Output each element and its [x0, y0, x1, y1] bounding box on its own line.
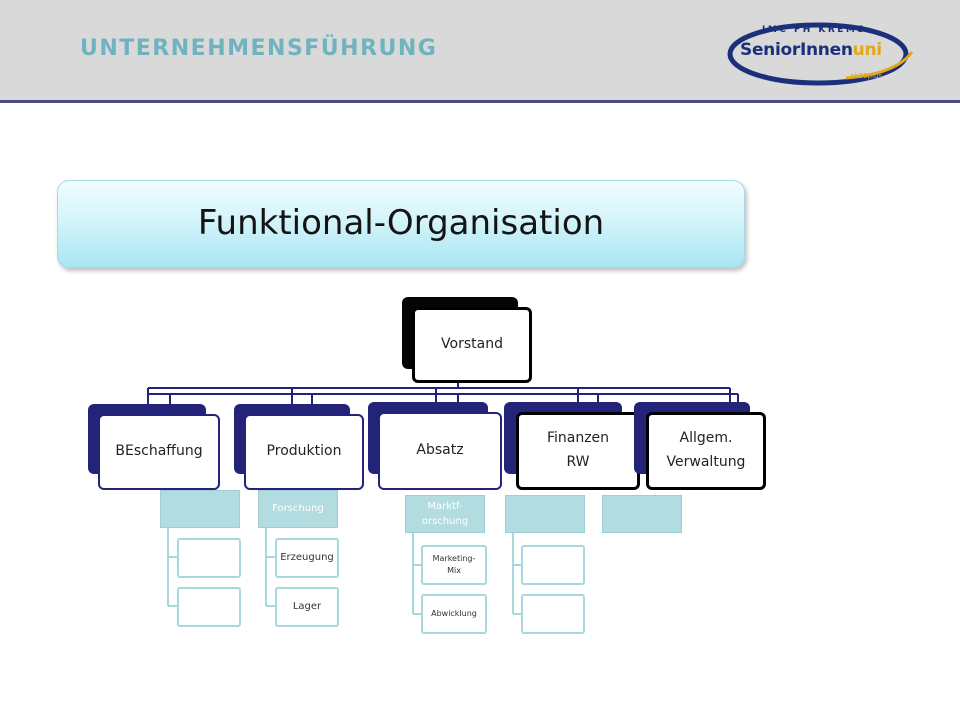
dept-verwaltung-label-line2: Verwaltung — [666, 454, 746, 470]
beschaffung-leaf-2 — [177, 587, 241, 627]
logo-sub-text: ab50plus — [850, 72, 883, 80]
title-banner: Funktional-Organisation — [57, 180, 745, 268]
logo-top-text: IMC FH KREMS — [762, 25, 867, 35]
absatz-leaf-marketing-mix-line2: Mix — [447, 566, 461, 575]
finanzen-sub-header — [505, 495, 585, 533]
imc-fh-krems-logo: IMC FH KREMS SeniorInnenuni ab50plus — [726, 16, 916, 90]
dept-beschaffung: BEschaffung — [98, 414, 220, 490]
dept-finanzen-label-line2: RW — [566, 454, 590, 470]
absatz-sub-header-line2: orschung — [421, 516, 469, 527]
logo-accent-word: uni — [852, 40, 882, 60]
logo-main-word: SeniorInnen — [740, 40, 853, 60]
logo-ellipse-icon — [727, 22, 914, 86]
dept-produktion: Produktion — [244, 414, 364, 490]
dept-produktion-label: Produktion — [266, 443, 342, 460]
dept-verwaltung-label-line1: Allgem. — [679, 430, 733, 447]
dept-absatz-label: Absatz — [416, 442, 464, 459]
verwaltung-sub-header — [602, 495, 682, 533]
produktion-leaf-lager: Lager — [275, 587, 339, 627]
finanzen-leaf-2 — [521, 594, 585, 634]
slide-title: Funktional-Organisation — [197, 203, 605, 243]
produktion-sub-header: Forschung — [258, 490, 338, 528]
dept-beschaffung-label: BEschaffung — [115, 443, 203, 460]
absatz-leaf-marketing-mix: Marketing- Mix — [421, 545, 487, 585]
beschaffung-leaf-1 — [177, 538, 241, 578]
absatz-leaf-marketing-mix-line1: Marketing- — [432, 553, 476, 563]
header-bar: UNTERNEHMENSFÜHRUNG IMC FH KREMS SeniorI… — [0, 0, 960, 103]
beschaffung-sub-header — [160, 490, 240, 528]
dept-verwaltung: Allgem. Verwaltung — [646, 412, 766, 490]
dept-absatz: Absatz — [378, 412, 502, 490]
absatz-sub-header: Marktf- orschung — [405, 495, 485, 533]
produktion-leaf-erzeugung: Erzeugung — [275, 538, 339, 578]
logo-main-text: SeniorInnenuni — [740, 40, 882, 60]
absatz-sub-header-line1: Marktf- — [427, 500, 463, 512]
dept-finanzen: Finanzen RW — [516, 412, 640, 490]
header-title: UNTERNEHMENSFÜHRUNG — [80, 36, 438, 61]
root-node-label: Vorstand — [441, 336, 503, 353]
finanzen-leaf-1 — [521, 545, 585, 585]
root-node-vorstand: Vorstand — [412, 307, 532, 383]
absatz-leaf-abwicklung: Abwicklung — [421, 594, 487, 634]
dept-finanzen-label-line1: Finanzen — [546, 430, 610, 447]
